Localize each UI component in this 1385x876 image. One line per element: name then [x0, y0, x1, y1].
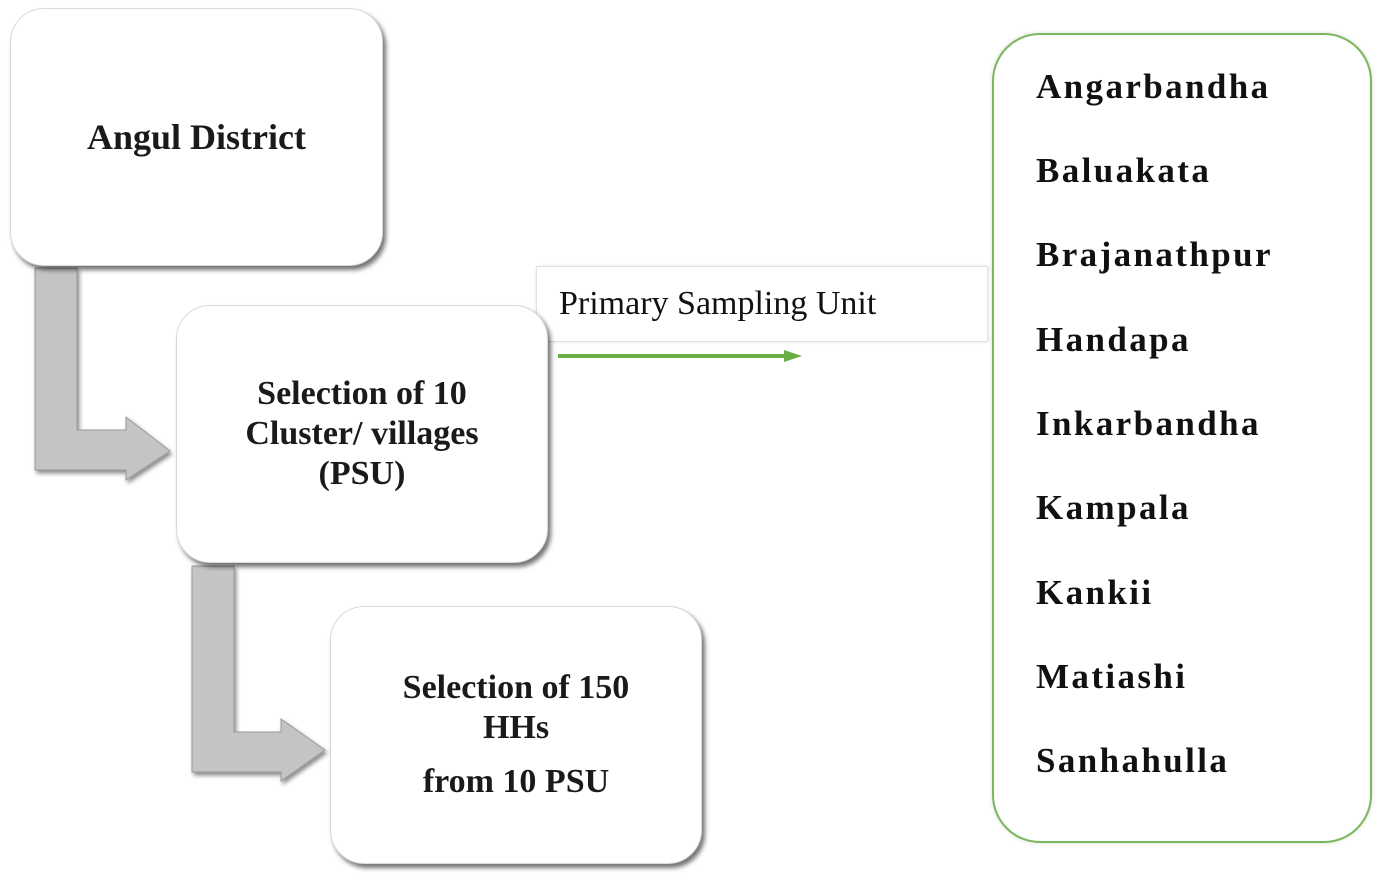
elbow-arrow-icon: [191, 565, 326, 782]
psu-selection-box: Selection of 10 Cluster/ villages (PSU): [176, 305, 548, 563]
hh-selection-line: from 10 PSU: [422, 763, 610, 800]
arrow-right-icon: [558, 350, 802, 362]
hh-selection-box: Selection of 150 HHs from 10 PSU: [330, 606, 702, 864]
village-item: Kankii: [1036, 573, 1154, 612]
district-label: Angul District: [87, 117, 306, 157]
village-item: Inkarbandha: [1036, 404, 1261, 443]
village-item: Baluakata: [1036, 151, 1212, 190]
village-list-box: Angarbandha Baluakata Brajanathpur Handa…: [992, 33, 1372, 843]
village-item: Sanhahulla: [1036, 741, 1230, 780]
psu-selection-line: Cluster/ villages: [245, 415, 479, 452]
village-item: Matiashi: [1036, 657, 1188, 696]
village-item: Kampala: [1036, 488, 1191, 527]
elbow-arrow-icon: [34, 267, 171, 481]
village-item: Handapa: [1036, 320, 1191, 359]
psu-selection-line: Selection of 10: [257, 375, 467, 412]
village-item: Brajanathpur: [1036, 235, 1273, 274]
village-item: Angarbandha: [1036, 67, 1271, 106]
psu-label: Primary Sampling Unit: [559, 285, 877, 322]
psu-label-box: Primary Sampling Unit: [536, 266, 988, 342]
district-box: Angul District: [10, 8, 383, 266]
hh-selection-line: HHs: [482, 709, 550, 746]
hh-selection-line: Selection of 150: [402, 669, 630, 706]
psu-selection-line: (PSU): [318, 455, 406, 492]
